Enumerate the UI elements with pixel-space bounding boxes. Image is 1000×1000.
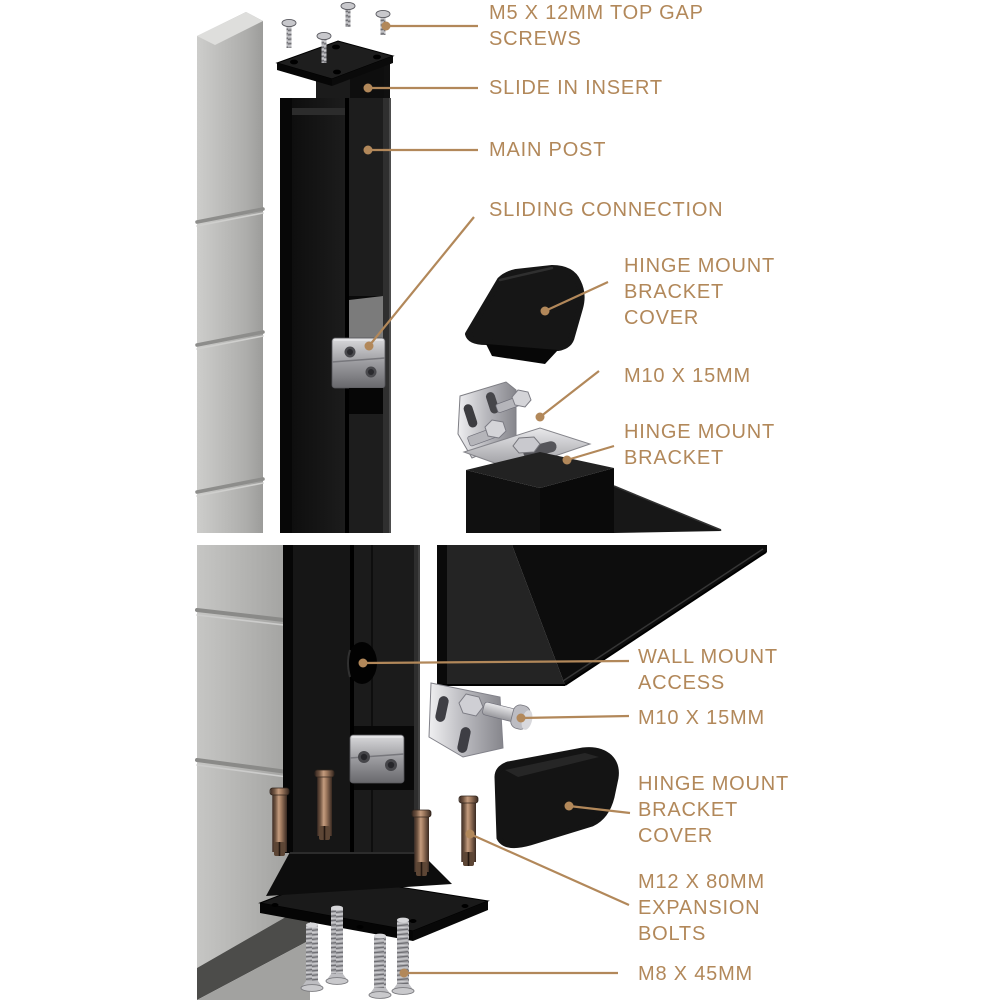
m5-screws <box>281 1 391 63</box>
hinge-mount-bracket-top <box>457 381 592 471</box>
leader-line-wall-mount-access <box>362 659 630 665</box>
leader-dot-m5-top-gap-screws <box>381 21 391 31</box>
leader-dot-m12-expansion-bolts <box>465 829 475 839</box>
sliding-connection-block <box>331 337 386 389</box>
wall-panel-top <box>195 12 265 533</box>
leader-dot-hinge-mount-bracket <box>562 455 572 465</box>
leader-dot-slide-in-insert <box>363 83 373 93</box>
m8-screw <box>391 917 415 995</box>
wall-panel-bottom <box>195 545 312 1000</box>
expansion-bolt <box>269 787 290 856</box>
leader-line-m12-expansion-bolts <box>469 832 630 907</box>
leader-dot-main-post <box>363 145 373 155</box>
leader-dot-m8-x-45mm <box>399 968 409 978</box>
post-flare <box>266 852 452 896</box>
leader-line-hinge-mount-bracket-cover-bottom <box>568 804 631 815</box>
leader-line-sliding-connection <box>368 216 475 347</box>
leader-dot-hinge-mount-bracket-cover-top <box>540 306 550 316</box>
m8-screw <box>325 905 349 985</box>
leader-dot-hinge-mount-bracket-cover-bottom <box>564 801 574 811</box>
hinge-arm-bottom <box>437 545 767 686</box>
leader-dot-wall-mount-access <box>358 658 368 668</box>
sliding-connection-bottom <box>349 726 414 790</box>
m5-screw <box>281 18 297 48</box>
hinge-mount-bracket-bottom <box>428 682 533 758</box>
hinge-arm-top <box>466 452 722 533</box>
floor <box>197 940 310 1000</box>
m8-screw <box>300 922 324 992</box>
expansion-bolt <box>411 809 432 876</box>
expansion-bolts <box>269 769 479 876</box>
hinge-bracket-cover-bottom <box>494 747 619 849</box>
leader-line-m10-x-15mm-top <box>539 370 600 418</box>
m10-bolt <box>495 389 532 413</box>
m5-screw <box>316 31 332 63</box>
m8-screw <box>368 933 392 999</box>
main-post-body <box>280 98 391 533</box>
leader-line-hinge-mount-bracket-cover-top <box>544 281 609 312</box>
leader-line-m10-x-15mm-bottom <box>520 714 630 720</box>
expansion-bolt <box>458 795 479 866</box>
leader-dot-m10-x-15mm-top <box>535 412 545 422</box>
leader-line-hinge-mount-bracket <box>566 444 615 462</box>
wall-shadow <box>197 903 310 1000</box>
leader-dot-sliding-connection <box>364 341 374 351</box>
top-plate <box>275 40 395 86</box>
m5-screw <box>340 1 356 27</box>
m10-bolt <box>467 419 507 447</box>
leader-dot-m10-x-15mm-bottom <box>516 713 526 723</box>
expansion-bolt <box>314 769 335 840</box>
m8-screws <box>300 905 415 999</box>
main-post-bottom <box>283 545 420 853</box>
base-plate <box>258 852 490 941</box>
